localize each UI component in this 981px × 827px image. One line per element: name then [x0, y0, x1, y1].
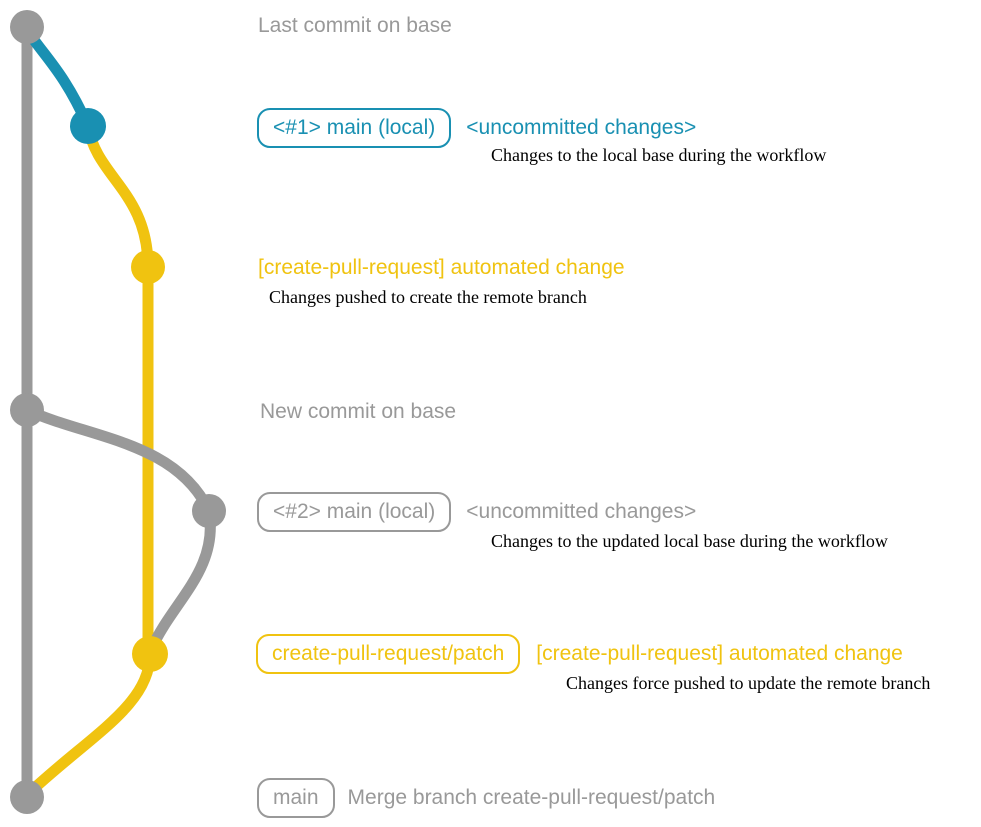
row-main-local-1: <#1> main (local) <uncommitted changes> — [257, 108, 697, 149]
branch-badge-main-local-2: <#2> main (local) — [257, 492, 452, 533]
note-automated-change-push: [create-pull-request] automated change — [258, 256, 625, 279]
row-patch-branch: create-pull-request/patch [create-pull-r… — [256, 634, 903, 675]
row-main-local-2: <#2> main (local) <uncommitted changes> — [257, 492, 697, 533]
commit-dot-automated-change-push — [131, 250, 165, 284]
updated-main-branch-curve — [21, 404, 215, 517]
desc-updated-local-base-changes: Changes to the updated local base during… — [491, 531, 888, 551]
label-merge-branch-message: Merge branch create-pull-request/patch — [347, 786, 716, 809]
label-last-commit-on-base: Last commit on base — [258, 14, 452, 37]
desc-local-base-changes: Changes to the local base during the wor… — [491, 145, 827, 165]
note-uncommitted-changes-2: <uncommitted changes> — [466, 500, 697, 523]
commit-dot-automated-change-force-push — [132, 636, 168, 672]
branch-badge-main: main — [257, 778, 335, 819]
desc-force-push-update-remote-branch: Changes force pushed to update the remot… — [566, 673, 931, 693]
commit-dot-main-local-1 — [70, 108, 106, 144]
note-automated-change-force-push: [create-pull-request] automated change — [536, 642, 903, 665]
commit-dot-merge-commit — [10, 780, 44, 814]
row-merge-commit: main Merge branch create-pull-request/pa… — [257, 778, 716, 819]
git-graph — [10, 10, 226, 814]
updated-main-to-patch-curve — [146, 505, 216, 654]
patch-branch-merge-curve — [21, 648, 156, 801]
commit-dot-last-commit-on-base — [10, 10, 44, 44]
branch-badge-main-local-1: <#1> main (local) — [257, 108, 452, 149]
branch-badge-create-pull-request-patch: create-pull-request/patch — [256, 634, 521, 675]
patch-branch-curve-top — [82, 120, 154, 273]
label-new-commit-on-base: New commit on base — [260, 400, 457, 423]
commit-dot-new-commit-on-base — [10, 393, 44, 427]
note-uncommitted-changes-1: <uncommitted changes> — [466, 116, 697, 139]
commit-dot-main-local-2 — [192, 494, 226, 528]
desc-push-create-remote-branch: Changes pushed to create the remote bran… — [269, 287, 587, 307]
